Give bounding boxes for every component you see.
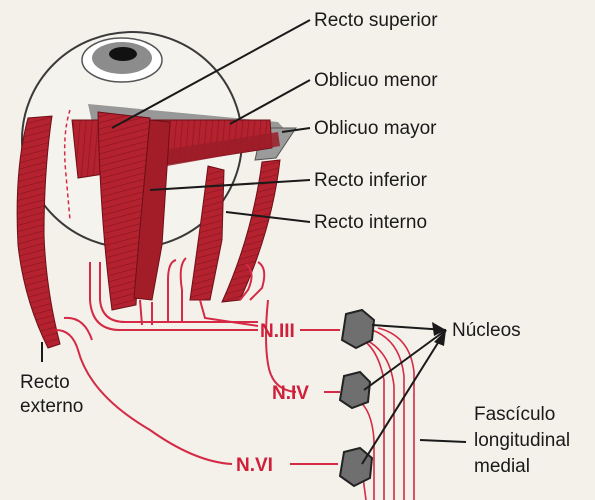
label-recto-externo-line1: Recto	[20, 372, 70, 393]
nuclei	[340, 310, 374, 486]
label-nucleos: Núcleos	[452, 320, 521, 341]
label-oblicuo-menor: Oblicuo menor	[314, 70, 438, 91]
label-recto-interno: Recto interno	[314, 212, 427, 233]
label-n3: N.III	[260, 321, 295, 342]
label-fasciculo-line1: Fascículo	[474, 404, 555, 425]
label-n6: N.VI	[236, 455, 273, 476]
label-recto-inferior: Recto inferior	[314, 170, 428, 191]
nucleus-n3	[342, 310, 374, 348]
label-fasciculo-line2: longitudinal	[474, 430, 570, 451]
label-recto-superior: Recto superior	[314, 10, 438, 31]
pupil	[109, 47, 137, 61]
label-n4: N.IV	[272, 383, 309, 404]
label-recto-externo-line2: externo	[20, 396, 83, 417]
nucleus-n6	[340, 448, 372, 486]
label-fasciculo-line3: medial	[474, 456, 530, 477]
label-oblicuo-mayor: Oblicuo mayor	[314, 118, 437, 139]
